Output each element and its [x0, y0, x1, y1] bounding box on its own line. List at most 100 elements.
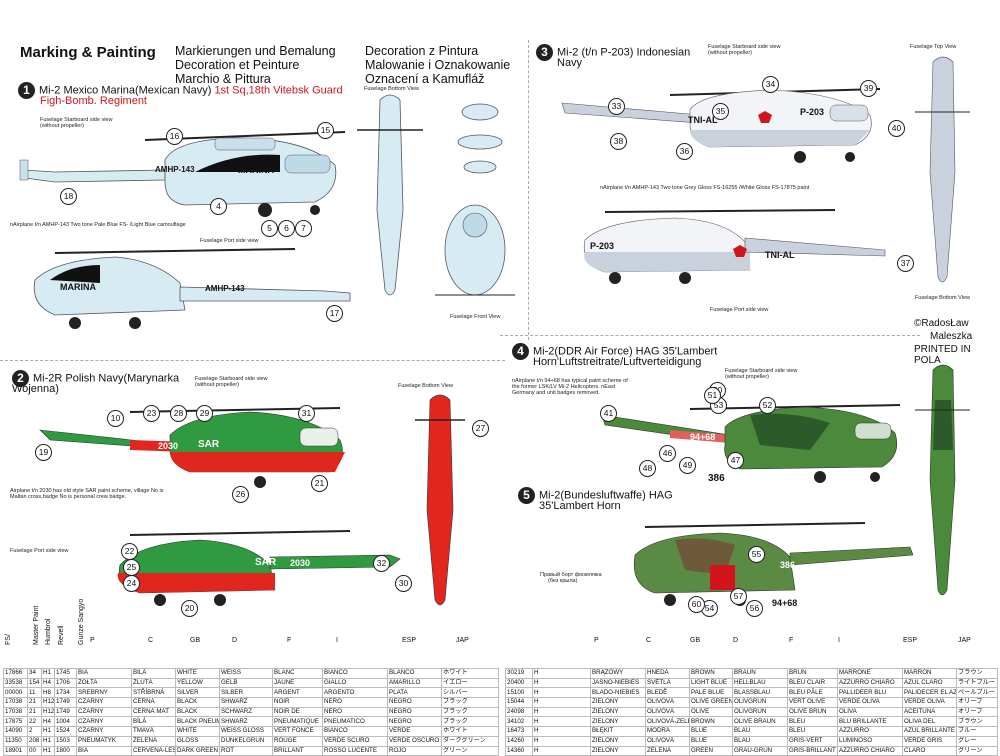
tbl-col-jap2: JAP [958, 637, 971, 644]
table-cell: ACEITUNA [902, 706, 957, 718]
table-cell: BŁĘKIT [590, 726, 646, 737]
title-it: Marchio & Pittura [175, 72, 271, 86]
section-5-title-2: 35'Lambert Horn [539, 500, 621, 512]
callout: 32 [373, 555, 390, 572]
indo-heli-starboard-illustration [561, 88, 881, 163]
callout: 38 [610, 133, 627, 150]
s2-port-label: Fuselage Port side view [10, 548, 69, 554]
table-cell: OLIVGRÜN [732, 706, 788, 718]
table-cell: NEGRO [387, 697, 442, 708]
table-cell: AZUL BRILLANTE [902, 726, 957, 737]
s3-code-starboard: P-203 [800, 107, 825, 117]
table-cell: VERDE OLIVA [837, 697, 903, 708]
s1-name-starboard: MARINA [238, 165, 274, 175]
table-cell: 14090 [3, 726, 28, 737]
section-3-title: Mi-2 (t/n P-203) Indonesian [557, 46, 691, 59]
section-3-number: 3 [536, 44, 553, 61]
polish-heli-starboard-illustration [39, 407, 345, 488]
table-cell: 14360 [505, 745, 533, 756]
callout: 39 [860, 80, 877, 97]
table-cell: NOIR DE [272, 706, 323, 718]
section-1-unit: 1st Sq,18th Vitebsk Guard [214, 84, 343, 97]
table-cell: GRAU-GRÜN [732, 745, 788, 756]
s2-code-starboard: 2030 [158, 441, 179, 451]
table-cell: VERDE OLIVA [902, 697, 957, 708]
table-cell: LIGHT BLUE [689, 677, 733, 689]
table-cell: ROSSO LUCENTE [322, 745, 388, 756]
table-cell: OLIVE GREEN [689, 697, 733, 708]
table-cell: BIA [76, 668, 132, 679]
table-cell: 1749 [54, 706, 77, 718]
table-cell: NERO [322, 697, 388, 708]
table-cell: H8 [41, 687, 55, 699]
table-cell: シルバー [441, 687, 499, 699]
table-cell: 2 [27, 726, 42, 737]
table-cell: H1 [41, 668, 55, 679]
table-cell: SREBRNY [76, 687, 132, 699]
s1-code-port: AMHP-143 [205, 284, 245, 293]
s4-starboard-label: Fuselage Starboard side view [725, 368, 798, 374]
table-cell: BROWN [689, 668, 733, 679]
section-3-heading: 3 Mi-2 (t/n P-203) Indonesian [536, 44, 690, 61]
table-cell: BIANCO [322, 726, 388, 737]
table-cell: 1524 [54, 726, 77, 737]
callout: 35 [712, 103, 729, 120]
table-cell: ホワイト [441, 726, 499, 737]
table-cell: AZUL CLARO [902, 677, 957, 689]
table-cell: BLANCO [387, 668, 442, 679]
copyright-line1: ©RadosŁaw [914, 318, 969, 329]
table-cell: H [532, 697, 591, 708]
table-cell: BIANCO [322, 668, 388, 679]
callout: 33 [608, 98, 625, 115]
table-cell: ZELENÁ [645, 745, 690, 756]
table-cell: PALE BLUE [689, 687, 733, 699]
table-cell: GELB [219, 677, 273, 689]
table-cell: HNĚDÁ [645, 668, 690, 679]
indo-top-view [915, 56, 970, 283]
divider-horizontal-left [0, 360, 505, 361]
s1-port-label: Fuselage Port side view [200, 238, 259, 244]
callout: 49 [679, 457, 696, 474]
table-cell: VERT OLIVE [787, 697, 838, 708]
table-cell: BLEU CLAIR [787, 677, 838, 689]
callout: 4 [210, 198, 227, 215]
table-cell: ČERVENÁ-LESK [131, 745, 176, 756]
table-cell: NEGRO [387, 716, 442, 728]
table-cell: H [532, 668, 591, 679]
s2-note: Airplane t/n 2030 has old style SAR pain… [10, 488, 164, 500]
table-cell: GLOSS [175, 735, 220, 747]
table-cell: STŘÍBRNÁ [131, 687, 176, 699]
table-cell: ZIELONY [590, 706, 646, 718]
table-cell: ŽLUTÁ [131, 677, 176, 689]
table-cell: BÍLÁ [131, 668, 176, 679]
table-cell: ブラック [441, 706, 499, 718]
s2-code-port: 2030 [290, 558, 311, 568]
table-cell: BLEDĚ [645, 687, 690, 699]
table-cell: NEGRO [387, 706, 442, 718]
table-cell: AMARILLO [387, 677, 442, 689]
tbl-col-p: P [90, 637, 95, 644]
table-cell: 1745 [54, 668, 77, 679]
table-cell: ライトブルー [956, 677, 998, 689]
table-cell: 00000 [3, 687, 28, 699]
table-cell: ブラック [441, 716, 499, 728]
divider-vertical [528, 40, 529, 340]
tbl-col-c2: C [646, 637, 652, 644]
table-cell: 18901 [3, 745, 28, 756]
table-cell: H [532, 677, 591, 689]
table-cell: H1 [41, 735, 55, 747]
table-cell: JASNO-NIEBIES [590, 677, 646, 689]
table-cell: 21 [27, 697, 42, 708]
table-cell: H [532, 745, 591, 756]
title-pl: Decoration z Pintura [365, 44, 479, 58]
table-cell: WHITE [175, 726, 220, 737]
table-cell: DUNKELGRUN [219, 735, 273, 747]
table-cell: ZIELONY [590, 735, 646, 747]
